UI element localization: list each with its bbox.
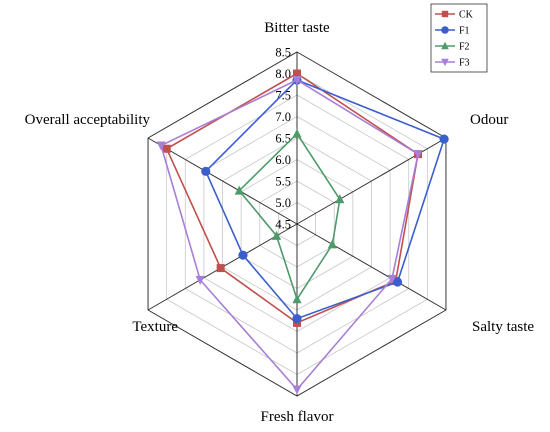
data-point — [441, 26, 449, 34]
axis-label: Overall acceptability — [25, 112, 151, 128]
axis-label: Odour — [470, 112, 508, 128]
radar-grid — [147, 51, 447, 397]
axis-spoke — [296, 223, 447, 311]
legend-label: F1 — [459, 26, 470, 37]
data-point — [292, 294, 302, 304]
data-point — [441, 10, 449, 18]
data-point — [439, 134, 449, 144]
axis-label: Fresh flavor — [261, 409, 334, 425]
tick-label: 6.0 — [275, 153, 291, 167]
axis-label: Bitter taste — [264, 20, 330, 36]
data-point — [292, 385, 302, 395]
data-point — [292, 75, 302, 85]
tick-label: 5.0 — [275, 196, 291, 210]
tick-label: 7.5 — [275, 89, 291, 103]
tick-label: 8.0 — [275, 67, 291, 81]
tick-label: 4.5 — [275, 218, 291, 232]
radial-tick-labels: 4.5 5.0 5.5 6.0 6.5 7.0 7.5 8.0 8.5 — [275, 46, 291, 232]
data-point — [293, 69, 301, 78]
legend-label: F2 — [459, 42, 470, 53]
series-line — [160, 79, 419, 391]
data-point — [441, 58, 449, 67]
data-point — [238, 250, 248, 260]
data-point — [392, 277, 403, 287]
data-point — [234, 185, 244, 195]
axis-spoke — [147, 137, 298, 225]
radar-series — [156, 69, 449, 395]
data-point — [387, 274, 397, 284]
series-F2 — [234, 128, 345, 304]
data-point — [292, 128, 302, 138]
data-point — [201, 166, 211, 176]
data-point — [162, 144, 171, 153]
legend-box — [430, 3, 488, 73]
legend-label: F3 — [459, 58, 470, 69]
legend-label: CK — [459, 10, 474, 21]
data-point — [156, 141, 166, 151]
data-point — [413, 150, 423, 160]
data-point — [335, 194, 345, 204]
axis-label: Texture — [132, 319, 178, 335]
data-point — [195, 275, 205, 285]
data-point — [441, 41, 449, 50]
series-F1 — [201, 75, 449, 324]
data-point — [292, 314, 302, 324]
axis-label: Salty taste — [472, 319, 534, 335]
data-point — [327, 239, 337, 249]
tick-label: 7.0 — [275, 110, 291, 124]
tick-label: 5.5 — [275, 175, 291, 189]
series-F3 — [156, 75, 423, 395]
tick-label: 6.5 — [275, 132, 291, 146]
tick-label: 8.5 — [275, 46, 291, 60]
data-point — [216, 264, 225, 273]
data-point — [271, 230, 282, 240]
